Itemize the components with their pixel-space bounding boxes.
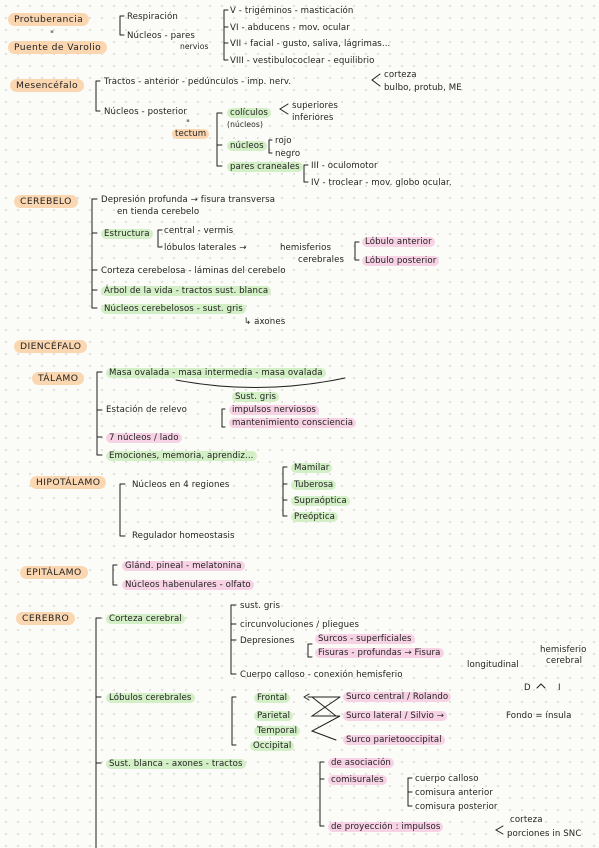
nucleos-cerebelosos: Núcleos cerebelosos - sust. gris <box>101 304 246 314</box>
fondo-insula: Fondo = ínsula <box>506 711 572 721</box>
corteza-cerebelosa: Corteza cerebelosa - láminas del cerebel… <box>101 266 286 276</box>
section-cerebro: CEREBRO <box>16 612 76 625</box>
masa-ovalada: Masa ovalada - masa intermedia - masa ov… <box>106 368 326 378</box>
nervios: nervios <box>180 42 209 51</box>
cuerpo-calloso: Cuerpo calloso - conexión hemisferio <box>240 670 403 680</box>
lobulo-anterior: Lóbulo anterior <box>362 237 435 247</box>
region-tuberosa: Tuberosa <box>291 480 337 490</box>
par-vii: VII - facial - gusto, saliva, lágrimas..… <box>230 39 391 49</box>
rojo: rojo <box>275 136 292 146</box>
surco-parietooccipital: Surco parietooccipital <box>343 735 445 745</box>
lobulos-laterales: lóbulos laterales → <box>164 243 247 253</box>
emociones: Emociones, memoria, aprendiz... <box>106 451 257 461</box>
de-asociacion: de asociación <box>328 758 394 768</box>
respiracion: Respiración <box>127 12 178 22</box>
de-proyeccion: de proyección : impulsos <box>328 822 444 832</box>
section-cerebelo: CEREBELO <box>14 195 78 208</box>
sust-blanca: Sust. blanca - axones - tractos <box>106 759 246 769</box>
tienda: en tienda cerebelo <box>117 207 200 217</box>
comisurales: comisurales <box>328 775 387 785</box>
lobulos-cerebrales: Lóbulos cerebrales <box>106 693 195 703</box>
ditto-mark: " <box>186 119 191 129</box>
superiores: superiores <box>292 101 338 111</box>
section-puente: Puente de Varolio <box>8 41 108 54</box>
surco-lateral: Surco lateral / Silvio → <box>343 711 448 721</box>
circunvoluciones: circunvoluciones / pliegues <box>240 620 360 630</box>
hemisferios: hemisferios <box>280 243 332 253</box>
cerebrales: cerebrales <box>298 255 345 265</box>
par-iii: III - oculomotor <box>311 161 378 171</box>
impulsos: impulsos nerviosos <box>229 405 320 415</box>
axones: ↳ axones <box>244 317 286 327</box>
lobulo-temporal: Temporal <box>254 726 301 736</box>
hemisferio: hemisferio <box>540 645 587 655</box>
tractos: Tractos - anterior - pedúnculos - imp. n… <box>104 77 292 87</box>
tectum: tectum <box>172 129 210 139</box>
lobulo-parietal: Parietal <box>254 711 294 721</box>
d-label: D <box>524 683 531 693</box>
surco-central: Surco central / Rolando <box>343 692 452 702</box>
porciones: porciones in SNC <box>507 829 582 839</box>
estructura: Estructura <box>101 229 153 239</box>
nucleos-lado: 7 núcleos / lado <box>106 433 182 443</box>
nucleos-paren: (núcleos) <box>227 120 264 129</box>
par-iv: IV - troclear - mov. globo ocular. <box>311 178 452 188</box>
depresion: Depresión profunda → fisura transversa <box>101 195 276 205</box>
lobulo-posterior: Lóbulo posterior <box>362 256 440 266</box>
cuerpo-calloso-2: cuerpo calloso <box>415 774 479 784</box>
comisura-posterior: comisura posterior <box>415 802 498 812</box>
central: central - vermis <box>164 226 234 236</box>
cerebral: cerebral <box>546 656 583 666</box>
nucleos: Núcleos - posterior <box>104 107 188 117</box>
glandula-pineal: Glánd. pineal - melatonina <box>122 561 245 571</box>
comisura-anterior: comisura anterior <box>415 788 493 798</box>
par-vi: VI - abducens - mov. ocular <box>230 23 350 33</box>
section-talamo: TÁLAMO <box>32 372 85 385</box>
pares-craneales: pares craneales <box>227 162 303 172</box>
corteza-2: corteza <box>510 815 543 825</box>
nucleos-pares: Núcleos - pares <box>127 31 195 41</box>
bulbo: bulbo, protub, ME <box>384 83 462 93</box>
corteza: corteza <box>384 70 417 80</box>
regulador: Regulador homeostasis <box>132 531 235 541</box>
nucleos-habenulares: Núcleos habenulares - olfato <box>122 580 254 590</box>
region-preoptica: Preóptica <box>291 512 339 522</box>
depresiones: Depresiones <box>240 636 295 646</box>
region-mamilar: Mamilar <box>291 463 333 473</box>
arbol-vida: Árbol de la vida - tractos sust. blanca <box>101 286 272 296</box>
lobulo-frontal: Frontal <box>254 693 291 703</box>
estacion-relevo: Estación de relevo <box>106 405 188 415</box>
negro: negro <box>275 149 301 159</box>
sust-gris-cerebro: sust. gris <box>240 601 281 611</box>
nucleos-2: núcleos <box>227 141 267 151</box>
section-hipotalamo: HIPOTÁLAMO <box>30 476 107 489</box>
section-mesencefalo: Mesencéfalo <box>10 79 84 92</box>
ditto-mark: " <box>50 30 55 40</box>
corteza-cerebral: Corteza cerebral <box>106 614 185 624</box>
sust-gris: Sust. gris <box>232 392 280 402</box>
nucleos-regiones: Núcleos en 4 regiones <box>132 480 230 490</box>
section-protuberancia: Protuberancia <box>8 13 90 26</box>
coliculos: colículos <box>227 108 271 118</box>
i-label: I <box>558 683 561 693</box>
section-diencefalo: DIENCÉFALO <box>14 340 88 353</box>
par-v: V - trigéminos - masticación <box>230 6 354 16</box>
par-viii: VIII - vestibulococlear - equilibrio <box>230 56 375 66</box>
inferiores: inferiores <box>292 113 334 123</box>
region-supraoptica: Supraóptica <box>291 496 350 506</box>
mantenimiento: mantenimiento consciencia <box>229 418 357 428</box>
surcos: Surcos - superficiales <box>315 634 415 644</box>
lobulo-occipital: Occipital <box>250 741 295 751</box>
fisuras: Fisuras - profundas → Fisura <box>315 648 444 658</box>
section-epitalamo: EPITÁLAMO <box>20 566 88 579</box>
longitudinal: longitudinal <box>467 660 519 670</box>
